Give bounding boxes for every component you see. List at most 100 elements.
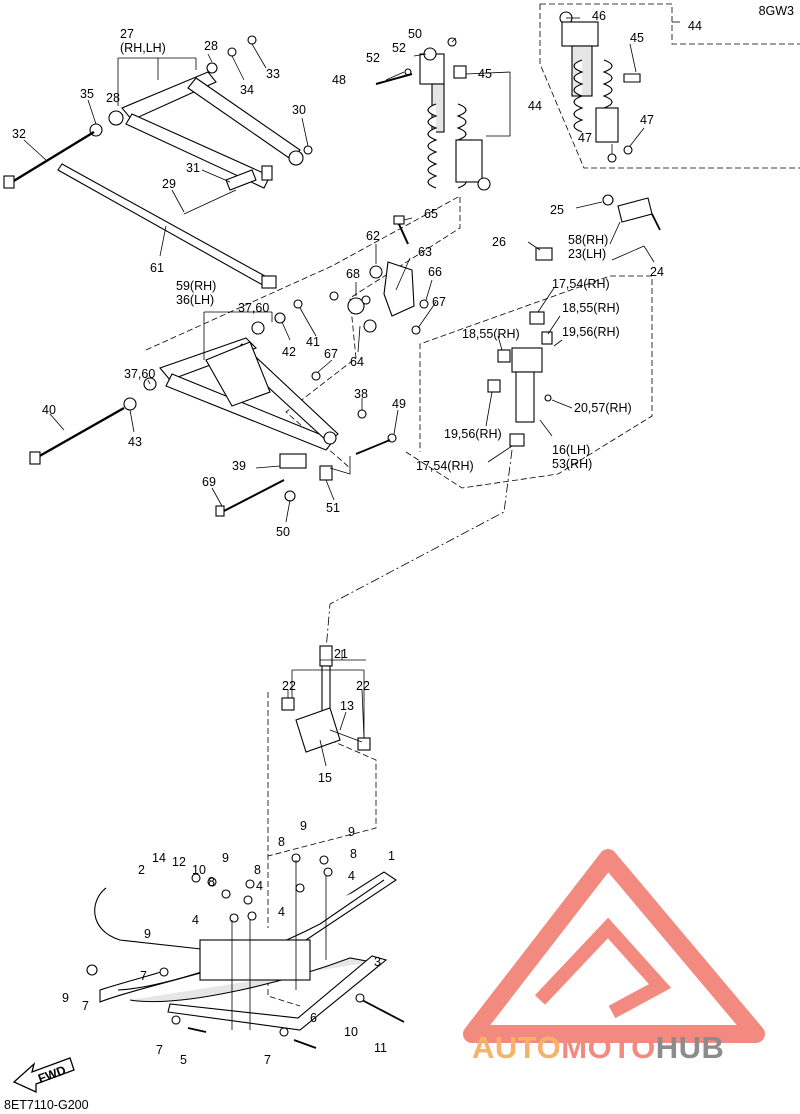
callout: 17,54(RH) [416, 459, 474, 473]
callout: 38 [354, 387, 368, 401]
callout: 4 [256, 879, 263, 893]
callout: 6 [310, 1011, 317, 1025]
watermark-auto: AUTO [472, 1030, 562, 1065]
callout: 22 [356, 679, 370, 693]
callout: 11 [374, 1041, 387, 1055]
shock-bracket [329, 215, 429, 335]
callout: 17,54(RH) [552, 277, 610, 291]
callout: 31 [186, 161, 200, 175]
upper-bolt [3, 130, 95, 189]
callout: 46 [592, 9, 606, 23]
watermark-logo-icon [463, 849, 765, 1043]
callout: 52 [392, 41, 406, 55]
upper-frame-border [145, 195, 461, 469]
callout: 30 [292, 103, 306, 117]
callout: 1 [388, 849, 395, 863]
spindle-bracket [487, 194, 661, 447]
inset-shock-absorber [559, 11, 641, 163]
callout: 47 [578, 131, 592, 145]
callout: 2 [138, 863, 145, 877]
callout: 29 [162, 177, 176, 191]
callout: 59(RH)36(LH) [176, 279, 216, 307]
callout: 67 [324, 347, 338, 361]
ski [86, 853, 405, 1049]
callout: 37,60 [124, 367, 155, 381]
spindle-axis-line [325, 449, 513, 651]
callout: 37,60 [238, 301, 269, 315]
callout: 27(RH,LH) [120, 27, 166, 55]
callout: 69 [202, 475, 216, 489]
callout: 67 [432, 295, 446, 309]
callout: 51 [326, 501, 340, 515]
callout: 12 [172, 855, 186, 869]
front-shock-absorber [375, 37, 491, 191]
callout: 44 [528, 99, 542, 113]
ski-mount-border [405, 275, 653, 489]
callout: 64 [350, 355, 364, 369]
callout: 61 [150, 261, 164, 275]
callout: 66 [428, 265, 442, 279]
ski-spindle [281, 645, 371, 753]
callout: 25 [550, 203, 564, 217]
callout: 7 [156, 1043, 163, 1057]
fwd-arrow-icon: FWD [12, 1057, 75, 1094]
callout: 8 [254, 863, 261, 877]
callout: 39 [232, 459, 246, 473]
callout: 9 [348, 825, 355, 839]
inset-8gw3-border [540, 3, 800, 45]
fwd-label: FWD [36, 1063, 68, 1086]
callout: 50 [408, 27, 422, 41]
callout: 16(LH)53(RH) [552, 443, 592, 471]
spindle-border [267, 692, 301, 1007]
callout: 63 [418, 245, 432, 259]
callout: 9 [222, 851, 229, 865]
callout: 9 [300, 819, 307, 833]
callout: 28 [204, 39, 218, 53]
lower-a-arm [29, 299, 397, 517]
callout: 65 [424, 207, 438, 221]
callout: 9 [62, 991, 69, 1005]
callout: 50 [276, 525, 290, 539]
callout: 4 [192, 913, 199, 927]
callout: 45 [630, 31, 644, 45]
callout: 5 [180, 1053, 187, 1067]
watermark-hub: HUB [655, 1030, 725, 1065]
callout: 9 [144, 927, 151, 941]
callout: 7 [82, 999, 89, 1013]
inset-8gw3-border-left [539, 4, 800, 169]
tie-rod [57, 163, 277, 289]
callout: 18,55(RH) [562, 301, 620, 315]
callout: 19,56(RH) [562, 325, 620, 339]
callout: 3 [374, 955, 381, 969]
callout: 10 [192, 863, 206, 877]
callout: 40 [42, 403, 56, 417]
callout: 8 [350, 847, 357, 861]
callout: 68 [346, 267, 360, 281]
leader-lines [23, 17, 655, 767]
callout: 41 [306, 335, 320, 349]
callout: 34 [240, 83, 254, 97]
callout: 48 [332, 73, 346, 87]
callout: 62 [366, 229, 380, 243]
callout: 20,57(RH) [574, 401, 632, 415]
watermark-moto: MOTO [561, 1030, 656, 1065]
model-code-top: 8GW3 [758, 4, 794, 18]
callout: 4 [278, 905, 285, 919]
callout: 58(RH)23(LH) [568, 233, 608, 261]
callout: 8 [208, 875, 215, 889]
callout: 21 [334, 647, 348, 661]
callout: 33 [266, 67, 280, 81]
callout: 26 [492, 235, 506, 249]
callout: 13 [340, 699, 354, 713]
callout: 15 [318, 771, 332, 785]
callout: 18,55(RH) [462, 327, 520, 341]
callout: 52 [366, 51, 380, 65]
callout: 32 [12, 127, 26, 141]
callout: 28 [106, 91, 120, 105]
callout-labels: 27(RH,LH) 28 28 33 34 35 32 30 31 29 61 … [12, 9, 702, 1067]
callout: 7 [140, 969, 147, 983]
callout: 43 [128, 435, 142, 449]
callout: 49 [392, 397, 406, 411]
callout: 14 [152, 851, 166, 865]
